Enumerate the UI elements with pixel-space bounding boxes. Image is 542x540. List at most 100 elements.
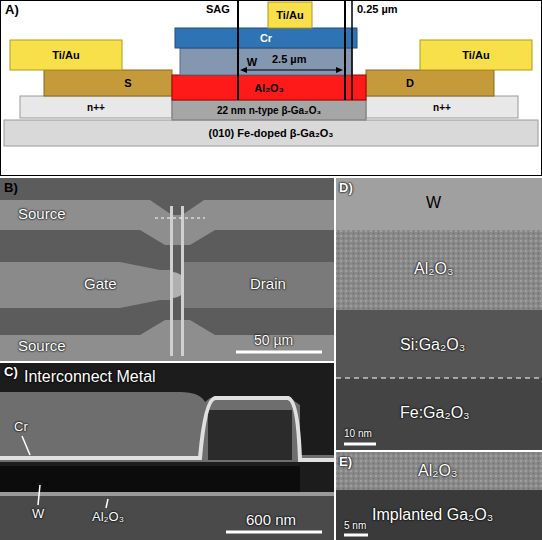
leader-line bbox=[38, 485, 40, 505]
sag-line bbox=[237, 0, 239, 100]
implanted-region bbox=[336, 490, 542, 540]
layer-label: D bbox=[406, 77, 414, 89]
n-plus-plus-region-fill bbox=[366, 96, 518, 118]
al2o3-region bbox=[336, 230, 542, 310]
layer-label: W bbox=[247, 56, 257, 68]
w-layer bbox=[0, 466, 300, 492]
separator bbox=[336, 450, 542, 452]
layer-label: Ti/Au bbox=[52, 49, 79, 61]
cr-layer: Cr bbox=[175, 28, 357, 48]
layer-label: Cr bbox=[260, 32, 272, 44]
layer-label: Ti/Au bbox=[462, 49, 489, 61]
panel-letter: B) bbox=[4, 181, 18, 195]
leader-line bbox=[106, 499, 108, 508]
separator bbox=[0, 361, 334, 363]
gate-finger bbox=[170, 206, 173, 356]
scale-label: 600 nm bbox=[246, 512, 296, 529]
w-layer: W bbox=[180, 48, 352, 75]
layer-label: Implanted Ga₂O₃ bbox=[372, 506, 493, 524]
al2o3-layer bbox=[0, 492, 334, 496]
layer-label: n++ bbox=[433, 102, 451, 113]
dimension-arrowheads bbox=[240, 67, 343, 73]
panel-letter: E) bbox=[339, 455, 352, 469]
w-region bbox=[336, 178, 542, 230]
layer-label: W bbox=[426, 194, 441, 212]
scale-bar bbox=[344, 534, 368, 537]
sag-label: SAG bbox=[206, 3, 230, 15]
scale-label: 5 nm bbox=[344, 520, 366, 531]
substrate-layer: (010) Fe-doped β-Ga₂O₃ bbox=[4, 120, 538, 146]
substrate bbox=[0, 496, 334, 540]
drain-contact-fill bbox=[366, 70, 494, 96]
layer-label: Fe:Ga₂O₃ bbox=[400, 404, 470, 422]
layer-label: Al₂O₃ bbox=[418, 462, 457, 480]
layer-label: 22 nm n-type β-Ga₂O₃ bbox=[217, 105, 321, 116]
drain-label: Drain bbox=[250, 276, 286, 293]
dimension-line bbox=[242, 69, 341, 70]
sem-background bbox=[0, 178, 334, 362]
channel-layer: 22 nm n-type β-Ga₂O₃ bbox=[172, 100, 366, 120]
layer-label: n++ bbox=[87, 102, 105, 113]
source-label: Source bbox=[18, 338, 66, 355]
dimension-label: 2.5 µm bbox=[272, 53, 306, 65]
dimension-label: 0.25 µm bbox=[357, 3, 398, 15]
ti-au-pad-fill bbox=[10, 40, 122, 70]
callout-label: Interconnect Metal bbox=[24, 368, 156, 386]
panel-letter: C) bbox=[4, 365, 18, 379]
substrate-layer-fill bbox=[4, 120, 538, 146]
layer-label: Al₂O₃ bbox=[414, 260, 453, 278]
w-layer-fill bbox=[180, 48, 352, 75]
al2o3-layer: Al₂O₃ bbox=[172, 75, 366, 100]
layer-label: Ti/Au bbox=[276, 9, 303, 21]
layer-label: (010) Fe-doped β-Ga₂O₃ bbox=[209, 127, 334, 139]
callout-label: Cr bbox=[14, 420, 28, 434]
n-plus-plus-region: n++ bbox=[20, 96, 172, 118]
scale-bar bbox=[344, 443, 376, 446]
cut-line bbox=[155, 218, 205, 219]
leader-line bbox=[22, 436, 30, 455]
interconnect-metal bbox=[0, 392, 334, 462]
scale-label: 50 µm bbox=[254, 333, 293, 348]
cr-layer bbox=[0, 398, 334, 460]
si-ga2o3-region bbox=[336, 310, 542, 378]
source-label: Source bbox=[18, 206, 66, 223]
drain-pad bbox=[182, 262, 334, 308]
gate-pad bbox=[0, 262, 172, 308]
source-contact: S bbox=[44, 70, 172, 96]
ti-au-pad: Ti/Au bbox=[420, 40, 532, 70]
ti-au-pad: Ti/Au bbox=[10, 40, 122, 70]
callout-label: Al₂O₃ bbox=[92, 510, 124, 524]
al2o3-layer-fill bbox=[172, 75, 366, 100]
metal-core bbox=[208, 410, 292, 460]
interface-line bbox=[336, 377, 542, 378]
sag-line bbox=[344, 0, 346, 100]
layer-label: S bbox=[124, 77, 131, 89]
panel-letter: A) bbox=[5, 3, 19, 17]
scale-label: 10 nm bbox=[344, 428, 372, 439]
layer-label: Si:Ga₂O₃ bbox=[400, 336, 465, 354]
panel-letter: D) bbox=[339, 181, 353, 195]
al2o3-region bbox=[336, 452, 542, 490]
separator bbox=[334, 178, 336, 540]
offset-line bbox=[351, 0, 353, 100]
scale-bar bbox=[236, 351, 322, 354]
ti-au-gate: Ti/Au bbox=[268, 2, 312, 28]
fib-background bbox=[0, 362, 334, 540]
drain-contact: D bbox=[366, 70, 494, 96]
callout-label: W bbox=[32, 507, 44, 521]
gate-finger bbox=[181, 206, 184, 356]
panel-frame bbox=[1, 1, 542, 176]
ti-au-gate-fill bbox=[268, 2, 312, 28]
source-pad bbox=[0, 200, 334, 245]
channel-layer-fill bbox=[172, 100, 366, 120]
source-contact-fill bbox=[44, 70, 172, 96]
cr-layer-fill bbox=[175, 28, 357, 48]
source-pad bbox=[0, 320, 334, 362]
layer-stack bbox=[4, 2, 538, 146]
n-plus-plus-region-fill bbox=[20, 96, 172, 118]
scale-bar bbox=[226, 531, 322, 534]
gate-label: Gate bbox=[84, 276, 117, 293]
layer-label: Al₂O₃ bbox=[254, 82, 284, 94]
